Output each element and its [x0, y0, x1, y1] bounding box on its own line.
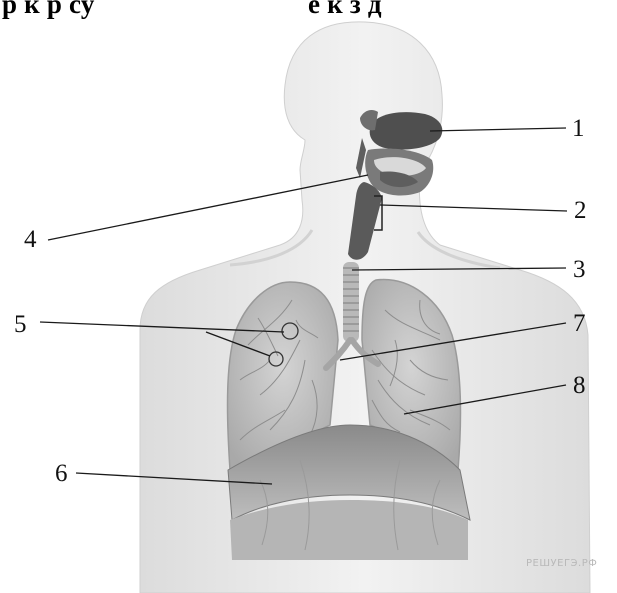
label-1: 1 [572, 115, 585, 142]
label-2: 2 [574, 197, 587, 224]
label-3: 3 [573, 256, 586, 283]
label-5: 5 [14, 311, 27, 338]
label-4: 4 [24, 226, 37, 253]
label-7: 7 [573, 310, 586, 337]
label-6: 6 [55, 460, 68, 487]
label-8: 8 [573, 372, 586, 399]
watermark: РЕШУЕГЭ.РФ [526, 558, 597, 569]
